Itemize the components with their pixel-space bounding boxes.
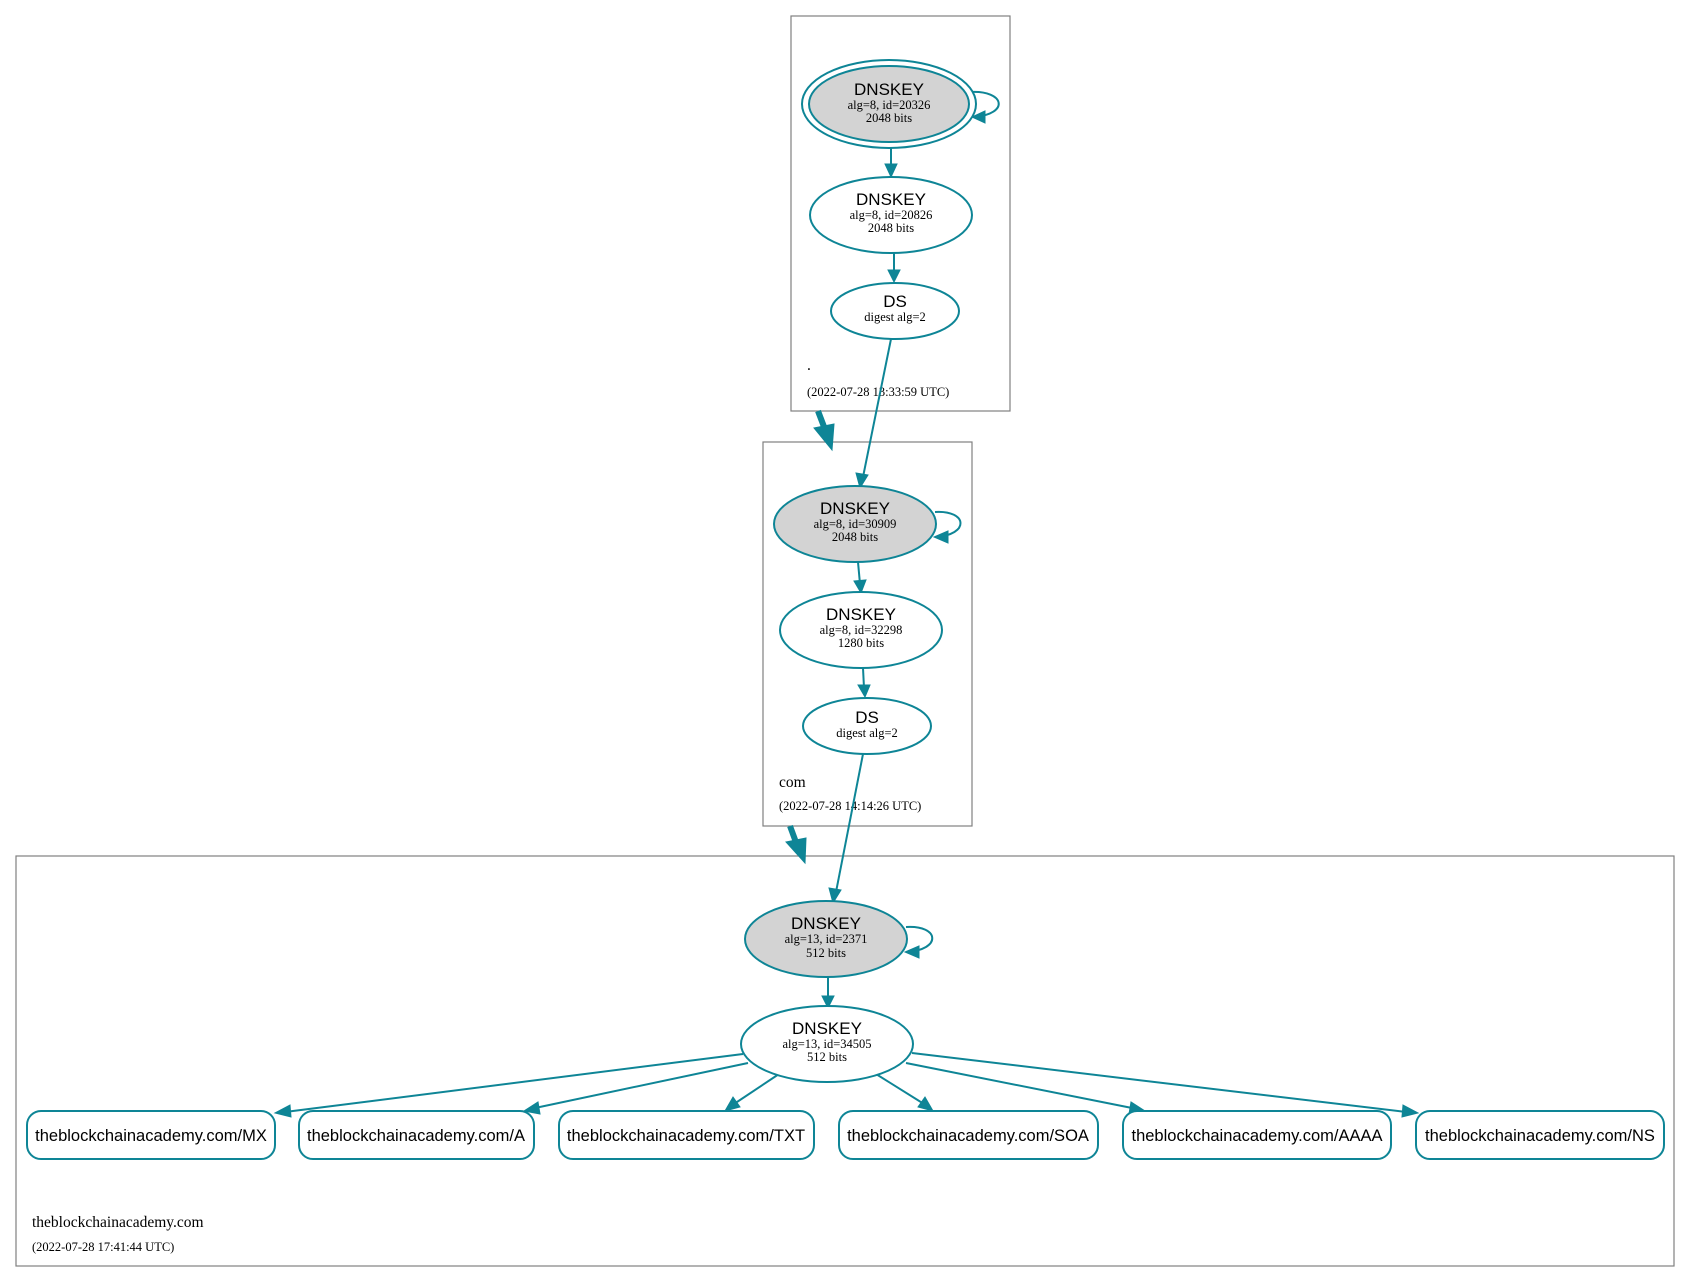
rrset-a-node[interactable]: theblockchainacademy.com/A <box>298 1110 535 1160</box>
com-zsk-node[interactable]: DNSKEY alg=8, id=32298 1280 bits <box>779 591 943 669</box>
arrow-root-zsk-ds <box>887 269 901 284</box>
edge-root-ds-com-ksk <box>862 338 892 478</box>
rrset-soa-label: theblockchainacademy.com/SOA <box>847 1127 1089 1145</box>
com-zsk-type: DNSKEY <box>826 605 896 624</box>
com-ksk-node[interactable]: DNSKEY alg=8, id=30909 2048 bits <box>773 485 937 563</box>
arrow-zsk-txt <box>723 1096 741 1112</box>
edge-zsk-mx <box>284 1053 744 1113</box>
dom-zsk-type: DNSKEY <box>792 1019 862 1038</box>
edge-zsk-txt <box>733 1073 780 1105</box>
root-ksk-node[interactable]: DNSKEY alg=8, id=20326 2048 bits <box>801 59 977 149</box>
root-zsk-alg-id: alg=8, id=20826 <box>850 208 933 222</box>
dom-ksk-type: DNSKEY <box>791 914 861 933</box>
arrow-zsk-mx <box>273 1104 292 1118</box>
dom-zsk-node[interactable]: DNSKEY alg=13, id=34505 512 bits <box>740 1005 914 1083</box>
root-zsk-bits: 2048 bits <box>868 221 914 235</box>
edge-zsk-a <box>534 1062 749 1109</box>
rrset-aaaa-node[interactable]: theblockchainacademy.com/AAAA <box>1122 1110 1392 1160</box>
arrow-root-ds-com-ksk <box>855 472 869 490</box>
rrset-a-label: theblockchainacademy.com/A <box>307 1127 525 1145</box>
rrset-txt-node[interactable]: theblockchainacademy.com/TXT <box>558 1110 815 1160</box>
zone-domain-name: theblockchainacademy.com <box>32 1214 204 1231</box>
self-sign-arrow-com-ksk <box>932 530 949 544</box>
root-ksk-type: DNSKEY <box>854 80 924 99</box>
rrset-soa-node[interactable]: theblockchainacademy.com/SOA <box>838 1110 1099 1160</box>
arrow-com-ksk-zsk <box>853 579 867 595</box>
delegation-arrow-root-com <box>813 423 835 452</box>
rrset-ns-node[interactable]: theblockchainacademy.com/NS <box>1415 1110 1665 1160</box>
zone-domain-timestamp: (2022-07-28 17:41:44 UTC) <box>32 1240 174 1254</box>
dom-ksk-node[interactable]: DNSKEY alg=13, id=2371 512 bits <box>744 900 908 978</box>
rrset-mx-label: theblockchainacademy.com/MX <box>35 1127 267 1145</box>
root-ds-type: DS <box>883 292 907 311</box>
edge-zsk-ns <box>911 1052 1407 1113</box>
self-sign-arrow-dom-ksk <box>903 945 920 959</box>
arrow-root-ksk-zsk <box>884 163 898 179</box>
com-zsk-bits: 1280 bits <box>838 636 884 650</box>
zone-com-timestamp: (2022-07-28 14:14:26 UTC) <box>779 799 921 813</box>
com-ksk-alg-id: alg=8, id=30909 <box>814 517 897 531</box>
zone-root-name: . <box>807 357 811 374</box>
dom-ksk-alg-id: alg=13, id=2371 <box>785 932 868 946</box>
arrow-zsk-ns <box>1401 1104 1420 1118</box>
edge-zsk-aaaa <box>905 1062 1133 1109</box>
root-zsk-type: DNSKEY <box>856 190 926 209</box>
root-ksk-alg-id: alg=8, id=20326 <box>848 98 931 112</box>
dom-zsk-bits: 512 bits <box>807 1050 847 1064</box>
zone-root-timestamp: (2022-07-28 13:33:59 UTC) <box>807 385 949 399</box>
dom-zsk-alg-id: alg=13, id=34505 <box>782 1037 871 1051</box>
arrow-dom-ksk-zsk <box>821 995 835 1010</box>
rrset-aaaa-label: theblockchainacademy.com/AAAA <box>1132 1127 1383 1145</box>
com-ds-node[interactable]: DS digest alg=2 <box>802 697 932 755</box>
arrow-com-ds-dom-ksk <box>828 887 842 905</box>
root-zsk-node[interactable]: DNSKEY alg=8, id=20826 2048 bits <box>809 176 973 254</box>
edge-zsk-soa <box>875 1073 925 1105</box>
rrset-txt-label: theblockchainacademy.com/TXT <box>567 1127 805 1145</box>
root-ds-node[interactable]: DS digest alg=2 <box>830 282 960 340</box>
com-zsk-alg-id: alg=8, id=32298 <box>820 623 903 637</box>
com-ds-digest: digest alg=2 <box>836 726 898 740</box>
delegation-arrow-com-domain <box>785 837 807 865</box>
self-sign-arrow-root-ksk <box>970 110 986 124</box>
com-ds-type: DS <box>855 708 879 727</box>
arrow-zsk-a <box>522 1101 541 1115</box>
root-ds-digest: digest alg=2 <box>864 310 926 324</box>
com-ksk-type: DNSKEY <box>820 499 890 518</box>
root-ksk-bits: 2048 bits <box>866 111 912 125</box>
com-ksk-bits: 2048 bits <box>832 530 878 544</box>
arrow-com-zsk-ds <box>857 684 871 699</box>
dom-ksk-bits: 512 bits <box>806 946 846 960</box>
arrow-zsk-soa <box>917 1096 935 1112</box>
edge-com-ds-dom-ksk <box>835 753 864 893</box>
rrset-mx-node[interactable]: theblockchainacademy.com/MX <box>26 1110 276 1160</box>
rrset-ns-label: theblockchainacademy.com/NS <box>1425 1127 1655 1145</box>
zone-com-name: com <box>779 774 806 791</box>
